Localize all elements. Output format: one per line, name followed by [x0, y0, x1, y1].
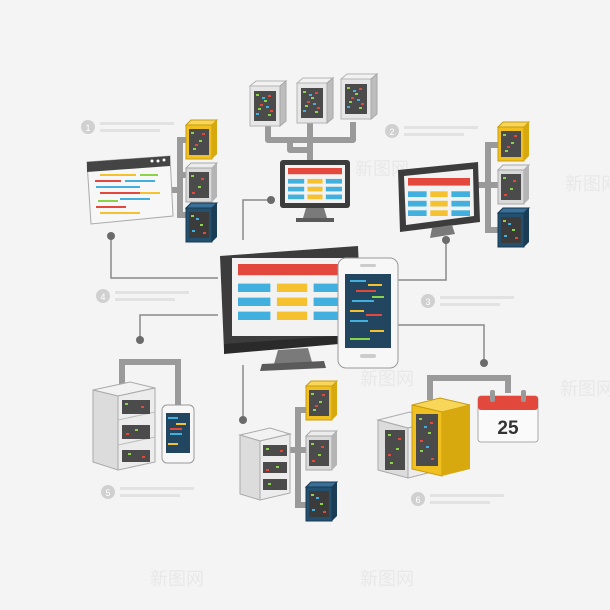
pipes — [265, 122, 356, 160]
central-workstation — [220, 246, 399, 371]
server-icon — [497, 207, 530, 248]
server-icon — [497, 121, 530, 162]
browser-window-icon — [86, 155, 174, 225]
svg-text:4: 4 — [100, 292, 105, 302]
server-icon — [305, 380, 338, 421]
server-icon — [340, 73, 378, 120]
monitor-rack-cluster — [398, 121, 530, 248]
server-icon — [305, 481, 338, 522]
server-icon — [305, 430, 338, 471]
connector-dots — [107, 196, 488, 424]
connector-lines — [110, 199, 485, 418]
watermark-text: 新图网 — [355, 159, 409, 180]
svg-text:1: 1 — [85, 123, 90, 133]
browser-cluster — [86, 119, 218, 243]
calendar-day-number: 25 — [497, 418, 519, 439]
server-icon — [185, 119, 218, 160]
svg-text:3: 3 — [425, 297, 430, 307]
pipes — [427, 375, 511, 400]
watermark-text: 新图网 — [565, 174, 610, 195]
watermark-text: 新图网 — [360, 369, 414, 390]
step-label: 2 — [385, 124, 478, 138]
watermark-text: 新图网 — [560, 379, 610, 400]
pipes — [478, 142, 500, 233]
svg-text:6: 6 — [415, 495, 420, 505]
top-server-cluster — [249, 73, 378, 222]
server-icon — [185, 162, 218, 203]
main-monitor-icon — [220, 246, 362, 371]
step-labels: 1 2 3 4 5 6 — [81, 120, 514, 506]
server-tower-icon — [92, 381, 156, 471]
tower-phone-cluster — [92, 359, 195, 471]
server-icon — [185, 202, 218, 243]
calendar-icon: 25 — [477, 390, 539, 443]
server-tower-icon — [238, 427, 292, 501]
phone-icon — [161, 404, 195, 464]
step-label: 6 — [411, 492, 504, 506]
svg-text:5: 5 — [105, 488, 110, 498]
watermark-text: 新图网 — [150, 569, 204, 590]
pipes — [119, 359, 181, 405]
step-label: 1 — [81, 120, 174, 134]
monitor-icon — [398, 162, 480, 238]
server-icon — [296, 77, 334, 124]
monitor-icon — [280, 160, 350, 222]
server-icon — [497, 164, 530, 205]
tower-rack-cluster — [238, 380, 338, 522]
step-label: 4 — [96, 289, 189, 303]
server-block-icon — [376, 397, 471, 479]
watermark-layer: 新图网 新图网 新图网 新图网 新图网 新图网 — [150, 159, 610, 590]
step-label: 5 — [101, 485, 194, 499]
step-label: 3 — [421, 294, 514, 308]
datacenter-calendar-cluster: 25 — [376, 375, 539, 479]
server-icon — [249, 80, 287, 127]
watermark-text: 新图网 — [360, 569, 414, 590]
svg-text:2: 2 — [389, 127, 394, 137]
phone-icon — [337, 257, 399, 369]
